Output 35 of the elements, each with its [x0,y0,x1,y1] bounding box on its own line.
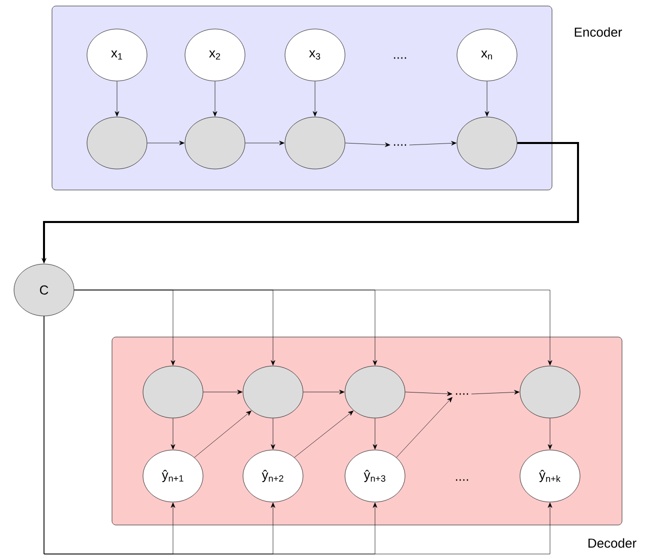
state-circle [456,116,518,170]
state-circle [520,366,580,418]
arrow [484,81,490,116]
arrow [303,390,344,394]
arrow [147,140,184,146]
node-label: Encoder [574,27,622,37]
ellipsis: .... [394,57,406,59]
arrow [471,390,520,394]
state-circle [242,366,304,418]
state-circle [344,366,406,418]
arrow [396,397,452,458]
arrow [405,392,452,396]
arrow [245,140,284,146]
arrow [203,390,242,394]
arrow [345,142,390,147]
arrow [270,418,276,450]
arrow [74,290,552,366]
state-circle [284,116,346,170]
ellipsis: .... [394,144,406,146]
arrow [212,81,218,116]
ellipsis: .... [456,479,468,481]
arrow [44,316,552,554]
node-label: Decoder [588,538,636,548]
arrow [312,81,318,116]
arrow [294,410,354,458]
state-circle [142,366,204,418]
ellipsis: .... [456,393,468,395]
arrow [372,418,378,450]
arrow [548,418,552,450]
arrow [194,410,252,458]
arrow [170,418,176,450]
arrow [409,141,456,146]
state-circle [86,116,148,170]
arrow [114,81,120,116]
state-circle [184,116,246,170]
